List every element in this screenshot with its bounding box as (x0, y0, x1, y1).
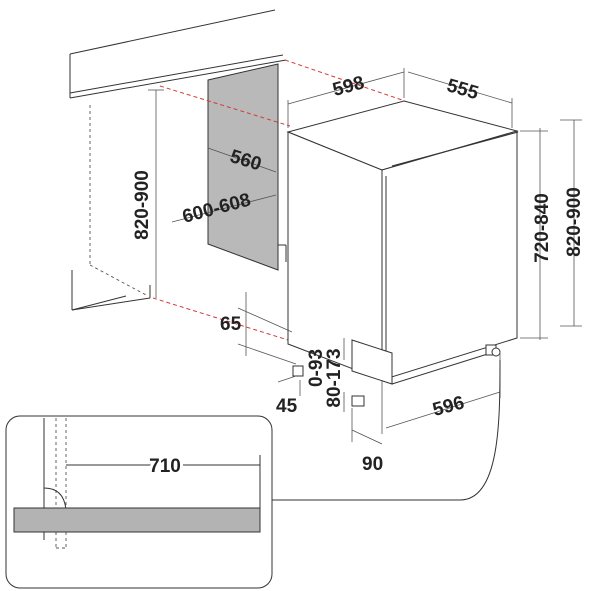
dim-80-173-label: 80-173 (324, 348, 345, 407)
worktop-outline (69, 9, 287, 99)
dishwasher-body (286, 100, 519, 407)
dim-598-label: 598 (331, 72, 367, 100)
cabinet-side-outline (71, 105, 151, 311)
dim-65-label: 65 (220, 314, 242, 335)
dim-45-label: 45 (276, 396, 298, 417)
dim-90-label: 90 (362, 454, 383, 475)
dim-820-900-left-label: 820-900 (132, 170, 153, 240)
dim-710-label: 710 (149, 456, 181, 477)
detail-callout (5, 359, 501, 589)
dim-596-label: 596 (431, 392, 467, 420)
dim-820-900-right-label: 820-900 (564, 187, 585, 257)
dim-720-840-label: 720-840 (532, 193, 553, 263)
dim-555-label: 555 (444, 75, 481, 104)
dim-0-93-label: 0-93 (306, 349, 327, 387)
dimension-lines (148, 68, 582, 445)
hidden-edges (152, 59, 406, 341)
niche-back-panel (207, 63, 279, 271)
worktop-section (13, 507, 261, 533)
